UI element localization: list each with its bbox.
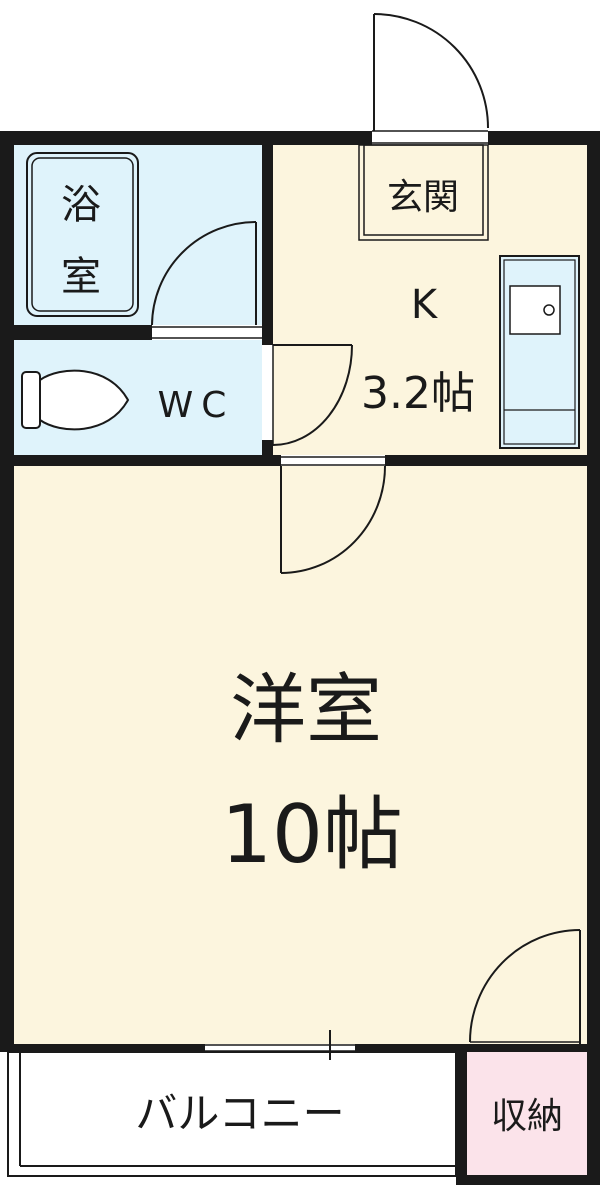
- kitchen-name: K: [411, 282, 439, 328]
- bath-door: [151, 221, 262, 339]
- walls: [0, 131, 600, 1185]
- kitchen-size: 3.2帖: [361, 368, 475, 419]
- kitchen-counter: [499, 255, 580, 449]
- storage-door: [469, 929, 581, 1044]
- toilet: [21, 369, 130, 431]
- bath-label-line2: 室: [61, 254, 101, 300]
- wc-label: WC: [158, 385, 235, 426]
- bath-label-line1: 浴: [61, 182, 101, 228]
- western-room-area: [14, 466, 587, 1044]
- bathtub: [26, 152, 139, 317]
- western-room-door: [280, 456, 386, 574]
- balcony-outline: [7, 1051, 457, 1177]
- wc-door: [272, 344, 353, 446]
- western-room-name: 洋室: [230, 665, 382, 754]
- entrance-label: 玄関: [387, 177, 459, 218]
- storage-area: [467, 1052, 587, 1175]
- storage-label: 収納: [491, 1096, 563, 1137]
- balcony-label: バルコニー: [135, 1089, 344, 1138]
- entrance-step: [358, 144, 489, 241]
- western-room-size: 10帖: [221, 788, 403, 881]
- entrance-door: [372, 13, 489, 144]
